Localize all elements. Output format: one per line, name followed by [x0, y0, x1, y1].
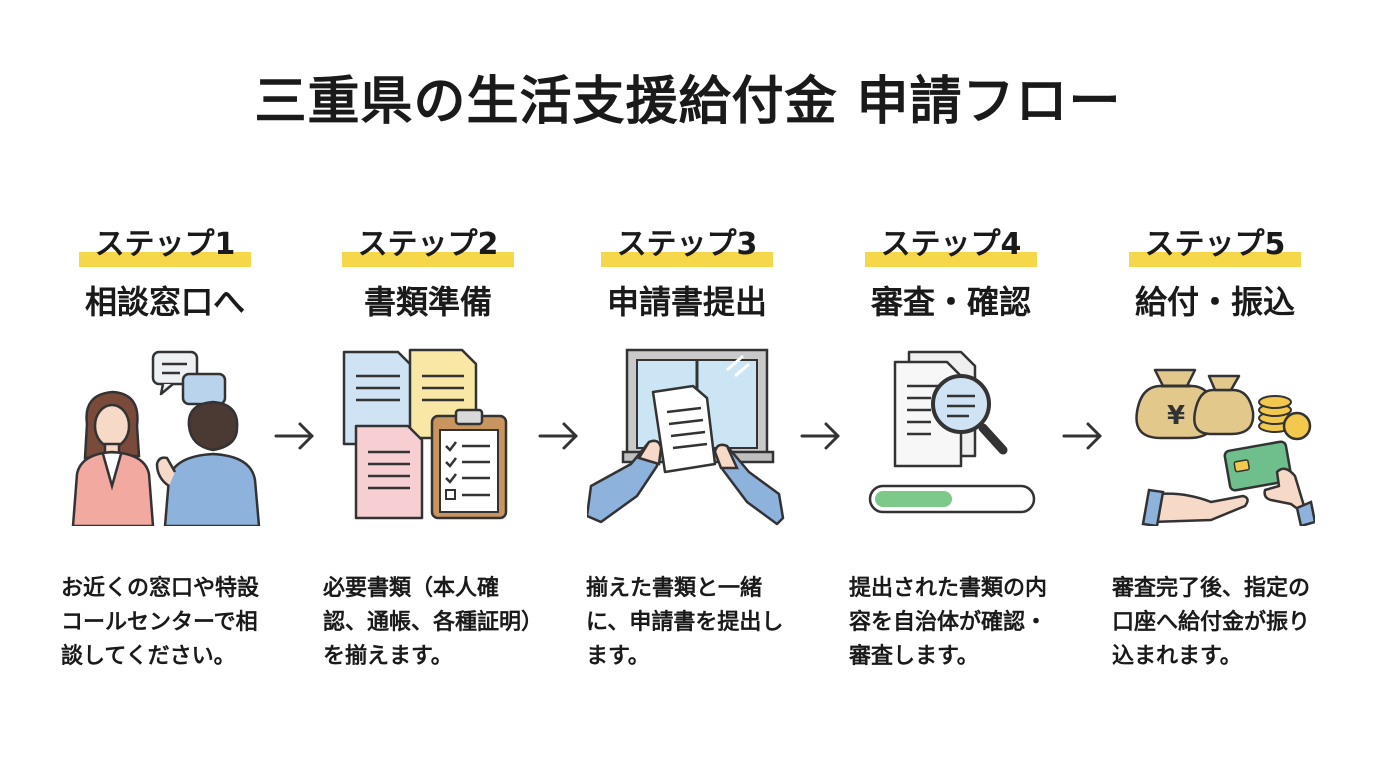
step-title: 給付・振込 — [1134, 283, 1295, 321]
step-label: ステップ4 — [880, 227, 1022, 262]
step-5-description: 審査完了後、指定の口座へ給付金が振り込まれます。 — [1112, 576, 1311, 669]
submit-document-icon — [587, 348, 785, 526]
documents-checklist-icon — [342, 348, 508, 520]
review-magnifier-icon — [893, 350, 1008, 468]
svg-text:¥: ¥ — [1167, 401, 1185, 431]
step-badge: ステップ1 — [79, 222, 251, 268]
step-badge: ステップ5 — [1129, 222, 1301, 268]
arrow-right-icon — [1062, 422, 1102, 450]
badge-highlight — [342, 252, 514, 267]
progress-fill — [875, 491, 952, 507]
step-5: ステップ5 給付・振込 ¥ — [1085, 222, 1345, 526]
step-4-description: 提出された書類の内容を自治体が確認・審査します。 — [849, 576, 1048, 669]
payment-transfer-icon: ¥ — [1135, 368, 1315, 526]
step-title: 審査・確認 — [870, 283, 1031, 321]
review-progress-bar — [868, 484, 1036, 514]
step-title: 相談窓口へ — [84, 283, 245, 321]
step-1-description: お近くの窓口や特設コールセンターで相談してください。 — [61, 576, 260, 669]
step-title: 書類準備 — [363, 283, 492, 321]
consultation-icon — [71, 350, 261, 526]
step-4: ステップ4 審査・確認 — [821, 222, 1081, 526]
step-1: ステップ1 相談窓口へ — [35, 222, 295, 526]
arrow-right-icon — [538, 422, 578, 450]
page-title: 三重県の生活支援給付金 申請フロー — [254, 72, 1122, 132]
badge-highlight — [865, 252, 1037, 267]
step-label: ステップ5 — [1144, 227, 1286, 262]
step-badge: ステップ4 — [865, 222, 1037, 268]
badge-highlight — [79, 252, 251, 267]
step-3: ステップ3 申請書提出 — [557, 222, 817, 526]
step-label: ステップ2 — [357, 227, 499, 262]
step-3-description: 揃えた書類と一緒に、申請書を提出します。 — [586, 576, 784, 669]
step-badge: ステップ3 — [601, 222, 773, 268]
arrow-right-icon — [274, 422, 314, 450]
badge-highlight — [1129, 252, 1301, 267]
step-2: ステップ2 書類準備 — [298, 222, 558, 526]
step-label: ステップ3 — [616, 227, 758, 262]
arrow-right-icon — [800, 422, 840, 450]
step-badge: ステップ2 — [342, 222, 514, 268]
step-2-description: 必要書類（本人確認、通帳、各種証明）を揃えます。 — [323, 576, 533, 669]
step-title: 申請書提出 — [606, 283, 767, 321]
badge-highlight — [601, 252, 773, 267]
step-label: ステップ1 — [94, 227, 236, 262]
